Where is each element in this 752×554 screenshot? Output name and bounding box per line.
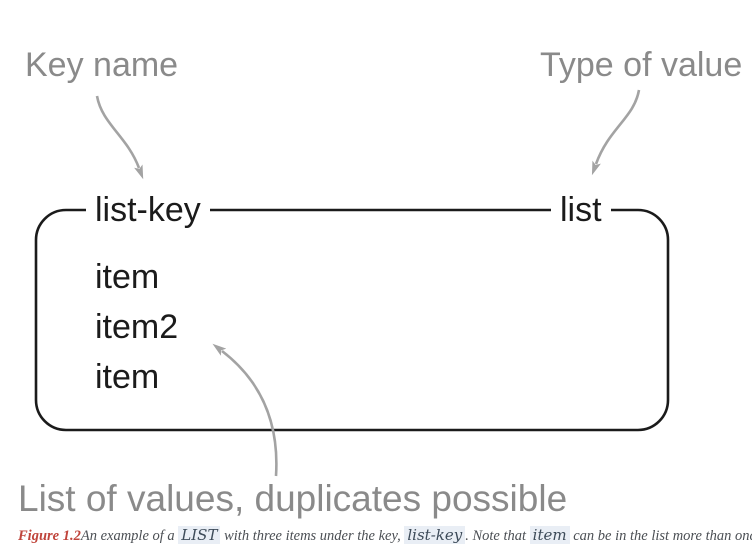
list-item: item [95, 258, 160, 296]
caption-code-list-key: list-key [404, 526, 466, 544]
list-type-label: list [551, 190, 611, 230]
key-name-arrow [95, 95, 144, 180]
caption-text: An example of a [80, 528, 179, 544]
figure-caption: Figure 1.2An example of a LIST with thre… [18, 526, 752, 546]
list-item: item2 [95, 308, 179, 346]
list-key-label: list-key [86, 190, 210, 230]
caption-text: with three items under the key, [220, 528, 405, 544]
list-item: item [95, 358, 160, 396]
list-items: item item2 item [95, 252, 178, 402]
caption-code-list: LIST [178, 526, 221, 544]
key-name-label: Key name [25, 46, 179, 84]
list-values-arrow [212, 343, 278, 477]
type-of-value-arrow [591, 89, 641, 176]
list-values-label: List of values, duplicates possible [18, 478, 568, 519]
caption-text: can be in the list more than once. [569, 528, 752, 544]
type-of-value-label: Type of value [540, 46, 743, 84]
figure-number: Figure 1.2 [18, 528, 81, 544]
list-box-outline [34, 208, 670, 432]
caption-code-item: item [529, 526, 570, 544]
caption-text: . Note that [465, 528, 530, 544]
